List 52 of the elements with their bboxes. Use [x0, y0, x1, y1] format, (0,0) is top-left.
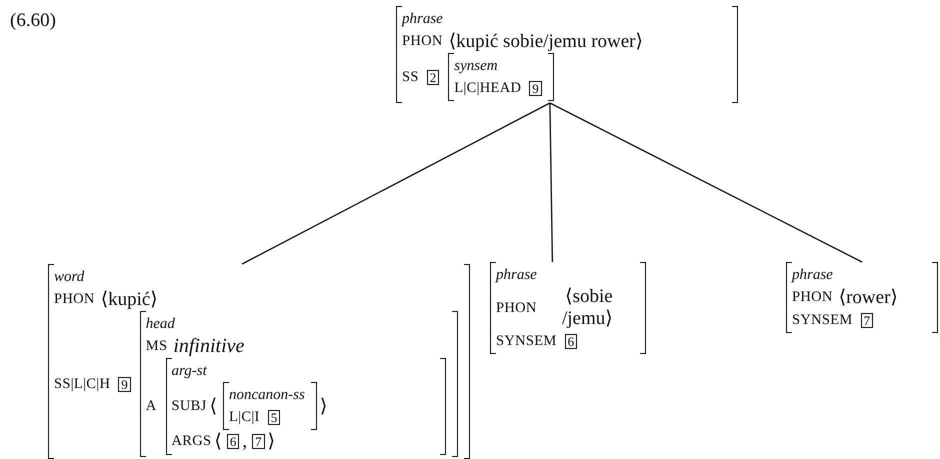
attribute-value-matrix	[448, 53, 554, 101]
type-label: phrase	[402, 11, 443, 27]
type-label: arg-st	[172, 363, 207, 379]
tag-number: 6	[564, 334, 578, 348]
tree-branch	[242, 102, 550, 265]
feature-value: ⟨kupić sobie/jemu rower⟩	[448, 30, 643, 53]
feature-name: SYNSEM	[496, 332, 557, 350]
list-bracket: ⟨	[214, 430, 222, 453]
tag-number: 5	[268, 410, 280, 424]
tag-number: 9	[118, 376, 131, 392]
feature-value: ⟨kupić⟩	[100, 288, 158, 311]
tag-number: 7	[252, 434, 265, 449]
feature-name: L|C|I	[229, 408, 260, 426]
list-bracket: ,	[242, 430, 248, 452]
feature-name: PHON	[792, 289, 833, 306]
feature-value: ⟨sobie /jemu⟩	[561, 286, 613, 330]
feature-name: MS	[146, 338, 168, 355]
feature-name: PHON	[402, 33, 443, 50]
tag-number: 2	[426, 70, 440, 84]
list-bracket: ⟩	[320, 394, 328, 418]
tree-branch	[550, 102, 862, 263]
attribute-value-matrix	[48, 264, 470, 459]
feature-name: PHON	[496, 300, 537, 316]
tag-number: 6	[226, 434, 240, 449]
example-number: (6.60)	[10, 10, 56, 32]
feature-name: L|C|HEAD	[454, 80, 522, 96]
type-label: word	[54, 269, 84, 285]
attribute-value-matrix	[490, 262, 646, 354]
feature-name: A	[146, 398, 157, 415]
tag-number: 7	[860, 312, 874, 328]
attribute-value-matrix	[786, 262, 938, 333]
attribute-value-matrix	[396, 6, 738, 103]
type-label: noncanon-ss	[229, 387, 305, 403]
list-bracket: ⟨	[210, 394, 218, 418]
tree-branch	[549, 103, 554, 262]
attribute-value-matrix	[166, 358, 446, 455]
feature-name: SYNSEM	[792, 312, 853, 328]
feature-value: infinitive	[173, 335, 244, 358]
feature-name: SS|L|C|H	[54, 376, 110, 392]
tag-number: 9	[529, 80, 542, 96]
feature-value: ⟨rower⟩	[838, 286, 898, 309]
feature-name: PHON	[54, 291, 95, 308]
attribute-value-matrix	[223, 382, 317, 430]
type-label: phrase	[792, 267, 833, 283]
type-label: synsem	[454, 58, 498, 74]
type-label: head	[146, 316, 175, 332]
feature-name: SS	[402, 68, 419, 86]
attribute-value-matrix	[140, 311, 458, 457]
feature-name: SUBJ	[172, 398, 207, 414]
list-bracket: ⟩	[268, 430, 276, 453]
type-label: phrase	[496, 267, 537, 283]
feature-name: ARGS	[172, 433, 212, 450]
